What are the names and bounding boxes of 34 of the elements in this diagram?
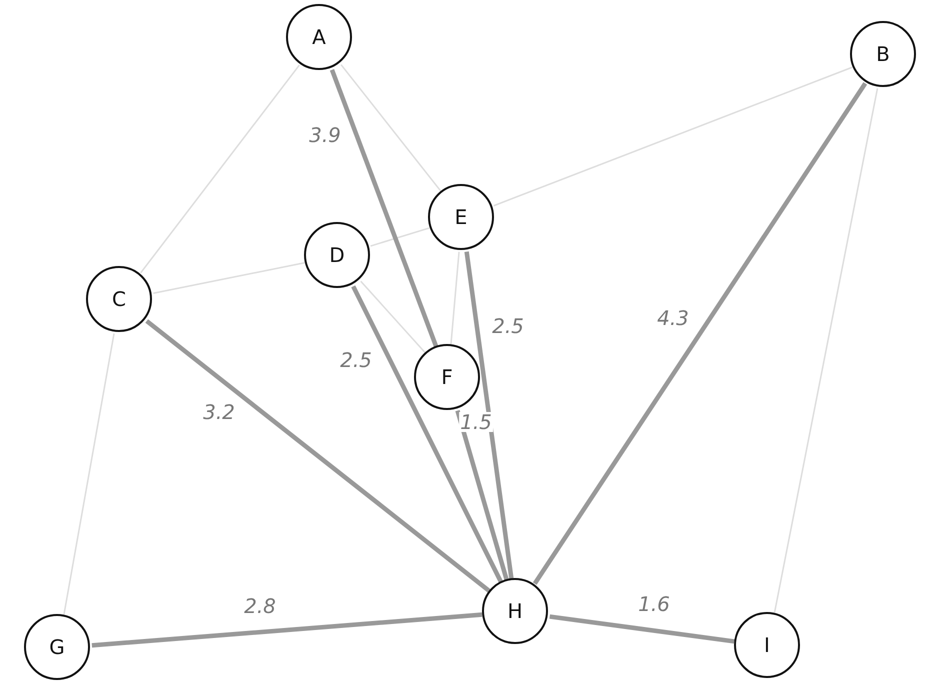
- edge-line: [140, 64, 300, 274]
- edge-line: [493, 66, 853, 206]
- edge-label: 3.2: [202, 402, 236, 422]
- graph-node: H: [482, 578, 548, 644]
- graph-node: D: [304, 222, 370, 288]
- weighted-edge: [330, 69, 438, 347]
- graph-node: C: [86, 266, 152, 332]
- edge-label: 4.3: [656, 308, 690, 328]
- weighted-edge: [464, 251, 514, 579]
- graph-node: I: [734, 612, 800, 678]
- weighted-edge: [532, 82, 868, 585]
- edge-label: 2.5: [491, 316, 525, 336]
- edge-label: 1.6: [637, 594, 671, 614]
- edge-line: [360, 280, 426, 354]
- edge-line: [340, 64, 442, 192]
- edge-line: [450, 252, 460, 344]
- edge-line: [63, 333, 115, 615]
- edge-line: [774, 88, 878, 613]
- graph-node: E: [428, 184, 494, 250]
- weighted-edge: [549, 614, 735, 644]
- edge-label: 1.5: [459, 412, 493, 432]
- weighted-edge: [92, 612, 482, 648]
- graph-node: B: [850, 21, 916, 87]
- edge-line: [370, 227, 430, 247]
- edge-label: 2.5: [339, 350, 373, 370]
- edge-line: [153, 262, 305, 294]
- weighted-edge: [455, 410, 509, 580]
- edge-label: 2.8: [243, 596, 277, 616]
- edge-label: 3.9: [308, 125, 342, 145]
- weighted-edge: [145, 319, 491, 593]
- graph-node: F: [414, 344, 480, 410]
- graph-node: G: [24, 614, 90, 680]
- weighted-edge: [351, 285, 503, 583]
- graph-node: A: [286, 4, 352, 70]
